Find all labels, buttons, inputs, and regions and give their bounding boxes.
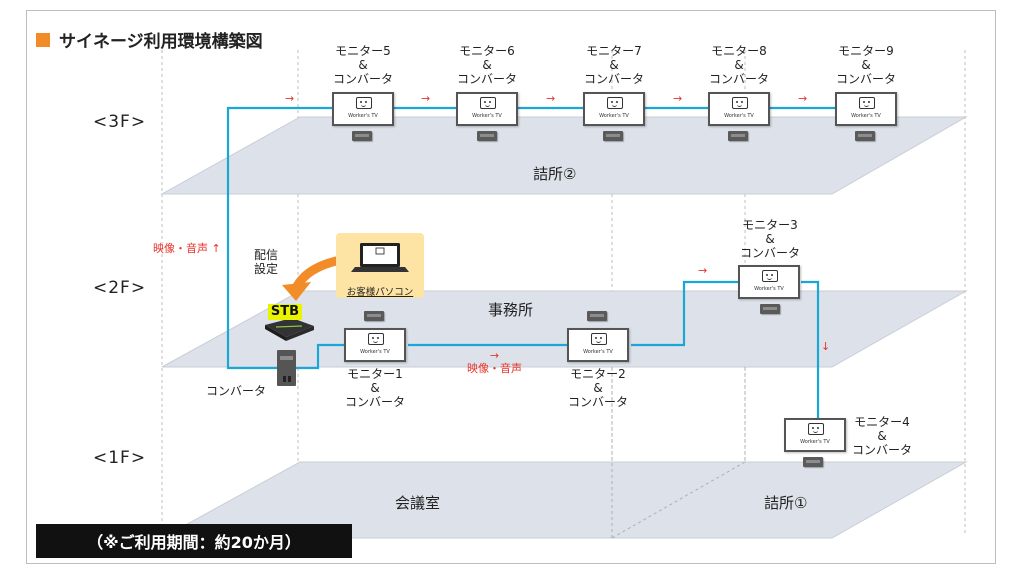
diagram-frame: [26, 10, 996, 564]
worker-tv-logo-icon: [591, 333, 607, 345]
monitor5-tv: Worker's TV: [332, 92, 394, 126]
monitor9-label: モニター9 & コンバータ: [836, 44, 897, 86]
title-marker-icon: [36, 32, 50, 47]
monitor2-tv: Worker's TV: [567, 328, 629, 362]
delivery-setting-label: 配信 設定: [253, 248, 278, 276]
cable-riser: [226, 106, 332, 370]
flow-arrow-3f-2: →: [421, 92, 431, 105]
worker-tv-logo-icon: [356, 97, 372, 109]
monitor8-label: モニター8 & コンバータ: [709, 44, 770, 86]
flow-arrow-3f-3: →: [546, 92, 556, 105]
stb-device-side: [265, 325, 286, 341]
cable-conv-m1: [294, 343, 344, 370]
diagram-title: サイネージ利用環境構築図: [59, 32, 263, 52]
tv-brand-text: Worker's TV: [851, 113, 881, 119]
tv-brand-text: Worker's TV: [472, 113, 502, 119]
monitor4-tv: Worker's TV: [784, 418, 846, 452]
monitor9-tv: Worker's TV: [835, 92, 897, 126]
monitor6-tv: Worker's TV: [456, 92, 518, 126]
flow-arrow-3f-1: →: [285, 92, 295, 105]
tv-brand-text: Worker's TV: [599, 113, 629, 119]
worker-tv-logo-icon: [732, 97, 748, 109]
flow-arrow-2f-m3: →: [698, 264, 708, 277]
customer-pc-label: お客様パソコン: [346, 287, 414, 298]
floor-label-2f: <2F>: [93, 278, 147, 298]
monitor4-label: モニター4 & コンバータ: [852, 415, 913, 457]
worker-tv-logo-icon: [859, 97, 875, 109]
stb-device-side2: [286, 326, 314, 341]
monitor1-converter-icon: [364, 311, 384, 321]
tv-brand-text: Worker's TV: [724, 113, 754, 119]
worker-tv-logo-icon: [607, 97, 623, 109]
monitor3-tv: Worker's TV: [738, 265, 800, 299]
worker-tv-logo-icon: [808, 423, 824, 435]
stb-highlight: [275, 325, 303, 328]
floor-label-3f: <3F>: [93, 112, 147, 132]
monitor3-label: モニター3 & コンバータ: [740, 218, 801, 260]
stb-label: STB: [268, 304, 302, 320]
signal-label-vertical: 映像・音声 ↑: [153, 242, 221, 255]
flow-arrow-down: ↓: [821, 340, 831, 353]
worker-tv-logo-icon: [368, 333, 384, 345]
delivery-arrowhead: [282, 282, 311, 301]
tv-brand-text: Worker's TV: [800, 439, 830, 445]
monitor3-converter-icon: [760, 304, 780, 314]
customer-pc-panel: [336, 233, 424, 298]
monitor6-converter-icon: [477, 131, 497, 141]
tv-brand-text: Worker's TV: [348, 113, 378, 119]
converter-label: コンバータ: [206, 384, 267, 398]
room-kaigishitsu: 会議室: [395, 494, 441, 512]
tv-brand-text: Worker's TV: [583, 349, 613, 355]
monitor9-converter-icon: [855, 131, 875, 141]
monitor2-label: モニター2 & コンバータ: [568, 367, 629, 409]
monitor7-label: モニター7 & コンバータ: [584, 44, 645, 86]
flow-arrow-3f-4: →: [673, 92, 683, 105]
room-tsumesho-1: 詰所①: [764, 494, 808, 512]
usage-period-badge: （※ご利用期間：約20か月）: [36, 524, 352, 558]
room-jimusho: 事務所: [488, 301, 534, 319]
monitor1-label: モニター1 & コンバータ: [345, 367, 406, 409]
stb-device: [265, 318, 314, 337]
monitor7-tv: Worker's TV: [583, 92, 645, 126]
floor-label-1f: <1F>: [93, 448, 147, 468]
monitor6-label: モニター6 & コンバータ: [457, 44, 518, 86]
room-tsumesho-2: 詰所②: [533, 165, 577, 183]
monitor7-converter-icon: [603, 131, 623, 141]
monitor1-tv: Worker's TV: [344, 328, 406, 362]
cable-m2-m3: [631, 280, 738, 347]
monitor4-converter-icon: [803, 457, 823, 467]
monitor5-label: モニター5 & コンバータ: [333, 44, 394, 86]
tv-brand-text: Worker's TV: [360, 349, 390, 355]
cable-network: [226, 106, 835, 418]
worker-tv-logo-icon: [480, 97, 496, 109]
monitor2-converter-icon: [587, 311, 607, 321]
worker-tv-logo-icon: [762, 270, 778, 282]
monitor8-tv: Worker's TV: [708, 92, 770, 126]
title-block: サイネージ利用環境構築図: [36, 27, 263, 52]
monitor8-converter-icon: [728, 131, 748, 141]
tv-brand-text: Worker's TV: [754, 286, 784, 292]
cable-m3-m4: [801, 280, 820, 418]
guide-lines-overlay: [611, 367, 746, 539]
monitor5-converter-icon: [352, 131, 372, 141]
flow-arrow-3f-5: →: [798, 92, 808, 105]
signal-label-horizontal: → 映像・音声: [467, 349, 522, 375]
laptop-icon: [351, 243, 409, 272]
